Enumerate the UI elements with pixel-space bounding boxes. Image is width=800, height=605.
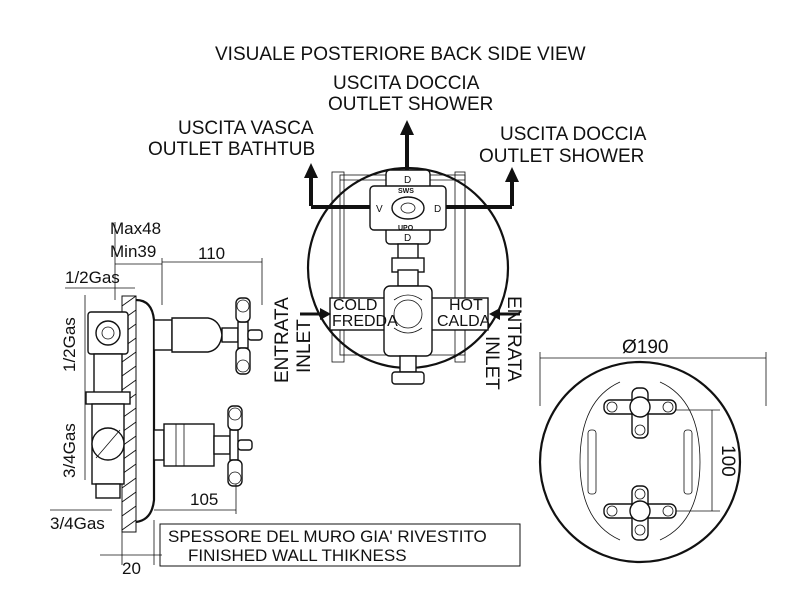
inlet-hot-it: CALDA: [437, 313, 491, 330]
inlet-label-right: ENTRATA INLET: [481, 296, 524, 390]
outlet-shower-right-en: OUTLET SHOWER: [479, 146, 644, 167]
dim-handle-spacing: 100: [717, 445, 738, 477]
side-cover-plate: [135, 298, 156, 524]
outlet-shower-top-it: USCITA DOCCIA: [333, 73, 480, 94]
svg-text:ENTRATA: ENTRATA: [272, 297, 293, 383]
thread-mid-label: 3/4Gas: [60, 423, 79, 478]
dim-diameter: Ø190: [622, 337, 668, 358]
outlet-arrow-left: [304, 163, 318, 206]
inlet-cold-en: COLD: [333, 297, 377, 314]
svg-text:INLET: INLET: [481, 336, 502, 390]
lower-handle-side: [153, 405, 253, 487]
dim-plate-offset: 20: [122, 559, 141, 578]
dim-max-depth: Max48: [110, 219, 161, 238]
upper-cross-handle-front: [603, 387, 677, 439]
front-view: Ø190 100: [538, 337, 767, 564]
valve-mark-bottom-small: UPO: [398, 225, 414, 232]
svg-text:ENTRATA: ENTRATA: [503, 296, 524, 382]
dim-handle-depth: 110: [198, 244, 225, 263]
svg-text:3/4Gas: 3/4Gas: [60, 423, 79, 478]
dim-lower-handle-depth: 105: [190, 490, 218, 509]
svg-text:INLET: INLET: [294, 319, 315, 373]
note-en: FINISHED WALL THIKNESS: [188, 546, 407, 565]
wall-thickness-note: SPESSORE DEL MURO GIA' RIVESTITO FINISHE…: [159, 523, 521, 567]
outlet-arrow-right: [505, 167, 519, 206]
outlet-shower-right-it: USCITA DOCCIA: [500, 124, 647, 145]
note-it: SPESSORE DEL MURO GIA' RIVESTITO: [168, 527, 487, 546]
valve-mark-left: V: [376, 204, 383, 215]
outlet-shower-top-en: OUTLET SHOWER: [328, 94, 493, 115]
lower-cross-handle-front: [603, 485, 677, 541]
back-view: D SWS V D UPO D COLD FREDDA HOT CALDA: [272, 120, 524, 390]
front-plate-circle: [538, 360, 742, 564]
side-view: Max48 Min39 110 1/2Gas 1/2Gas 3/4Gas 3/4…: [50, 219, 263, 578]
svg-text:100: 100: [717, 445, 738, 477]
dim-min-depth: Min39: [110, 242, 156, 261]
thread-top-label: 1/2Gas: [65, 268, 120, 287]
thread-side-label: 1/2Gas: [60, 317, 79, 372]
bottom-fitting: [391, 355, 425, 385]
upper-handle-side: [153, 297, 263, 375]
outlet-bathtub-en: OUTLET BATHTUB: [148, 139, 315, 160]
valve-mark-top: D: [404, 175, 411, 186]
svg-text:1/2Gas: 1/2Gas: [60, 317, 79, 372]
valve-mark-bottom: D: [404, 233, 411, 244]
inlet-label-left: ENTRATA INLET: [272, 297, 315, 383]
inlet-cold-it: FREDDA: [332, 313, 398, 330]
back-view-title: VISUALE POSTERIORE BACK SIDE VIEW: [215, 44, 586, 65]
valve-mark-top-small: SWS: [398, 188, 414, 195]
connecting-stem: [391, 243, 425, 287]
valve-mark-right: D: [434, 204, 441, 215]
diverter-body: D SWS V D UPO D: [369, 169, 447, 245]
front-plate-oval-right: [659, 381, 701, 541]
outlet-bathtub-it: USCITA VASCA: [178, 118, 314, 139]
side-valve-body: [85, 311, 131, 499]
thread-bottom-label: 3/4Gas: [50, 514, 105, 533]
front-plate-oval-left: [579, 381, 621, 541]
inlet-arrow-right: [489, 308, 520, 320]
inlet-arrow-left: [300, 308, 331, 320]
inlet-hot-en: HOT: [449, 297, 483, 314]
